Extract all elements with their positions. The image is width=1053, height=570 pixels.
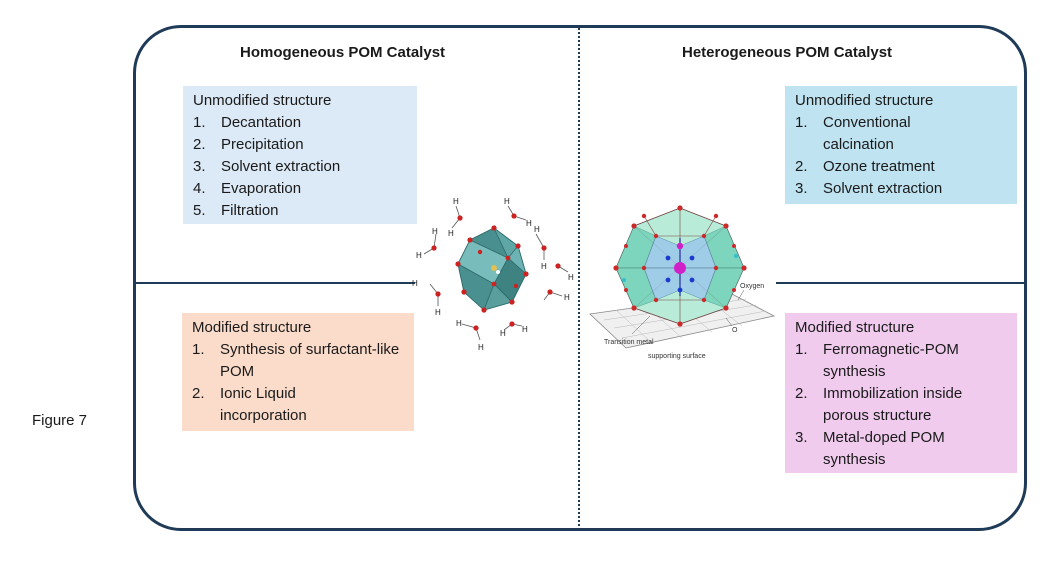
oxygen-atoms [455,225,529,313]
homogeneous-unmodified-box: Unmodified structure 1.Decantation 2.Pre… [183,86,417,224]
svg-text:H: H [453,197,459,206]
svg-text:supporting surface: supporting surface [648,353,706,360]
vertical-divider [578,28,580,530]
heterogeneous-pom-illustration: Oxygen Transition metal supporting surfa… [589,205,776,360]
svg-text:H: H [541,262,547,271]
svg-text:Transition metal: Transition metal [604,339,654,346]
svg-text:H: H [448,229,454,238]
svg-text:H: H [568,273,574,282]
box-heading: Modified structure [795,319,915,336]
box-heading: Modified structure [192,319,312,336]
surface-labels: Oxygen Transition metal supporting surfa… [604,283,764,360]
svg-text:H: H [526,219,532,228]
horizontal-divider-right [776,282,1025,284]
svg-text:H: H [500,329,506,338]
svg-text:H: H [432,227,438,236]
water-molecules: H H H H H H H H H H H H H H H H [412,197,574,352]
diagram-frame [133,25,1027,531]
homogeneous-modified-box: Modified structure 1.Synthesis of surfac… [182,313,414,431]
list-item: 4.Evaporation [193,180,302,197]
svg-text:H: H [564,293,570,302]
figure-label: Figure 7 [32,412,88,429]
horizontal-divider-left [135,282,415,284]
homogeneous-title: Homogeneous POM Catalyst [240,44,446,61]
list-item: 2.Precipitation [193,136,304,153]
svg-text:H: H [435,308,441,317]
list-item: 3.Metal-doped POM synthesis [795,429,945,468]
svg-text:H: H [416,251,422,260]
keggin-cluster [613,205,747,327]
heterogeneous-title: Heterogeneous POM Catalyst [682,44,893,61]
box-heading: Unmodified structure [795,92,934,109]
svg-text:H: H [456,319,462,328]
pom-polyhedra [457,227,527,311]
list-item: 1.Ferromagnetic-POM synthesis [795,341,959,380]
svg-text:H: H [504,197,510,206]
svg-text:H: H [478,343,484,352]
box-heading: Unmodified structure [193,92,332,109]
list-item: 2.Immobilization inside porous structure [795,385,963,424]
list-item: 1.Conventional calcination [795,114,911,153]
list-item: 2.Ozone treatment [795,158,935,175]
svg-text:H: H [534,225,540,234]
svg-text:Oxygen: Oxygen [740,283,764,290]
list-item: 3.Solvent extraction [193,158,341,175]
list-item: 1.Decantation [193,114,302,131]
svg-text:H: H [412,279,418,288]
heterogeneous-modified-box: Modified structure 1.Ferromagnetic-POM s… [785,313,1017,473]
homogeneous-pom-illustration: H H H H H H H H H H H H H H H H [412,197,574,352]
list-item: 5.Filtration [193,202,279,219]
list-item: 3.Solvent extraction [795,180,943,197]
list-item: 2.Ionic Liquid incorporation [192,385,307,424]
svg-text:O: O [732,327,738,334]
list-item: 1.Synthesis of surfactant-like POM [192,341,400,380]
heterogeneous-unmodified-box: Unmodified structure 1.Conventional calc… [785,86,1017,204]
svg-text:H: H [522,325,528,334]
